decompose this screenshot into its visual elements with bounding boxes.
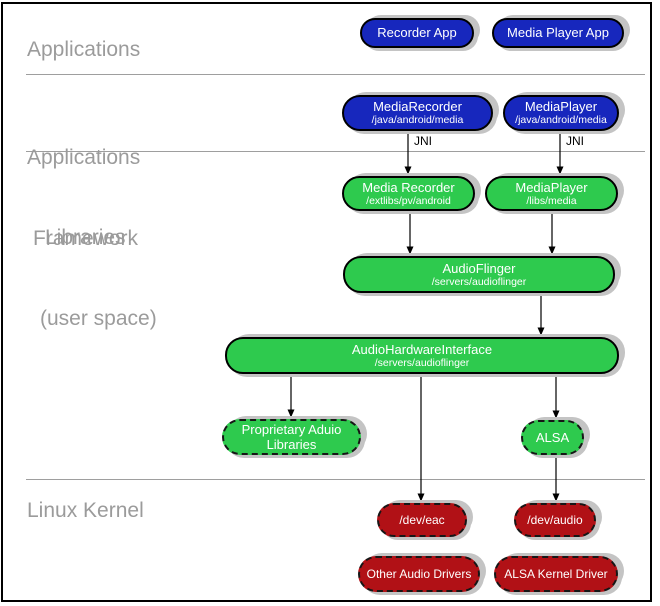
node-dev-audio-title: /dev/audio [527, 512, 583, 527]
divider-applications-framework [26, 74, 645, 75]
node-dev-eac: /dev/eac [377, 503, 467, 537]
node-mediaplayer-framework-title: MediaPlayer [524, 99, 598, 115]
node-audioflinger: AudioFlinger /servers/audioflinger [343, 256, 615, 293]
layer-label-libraries: Libraries (user space) [40, 170, 157, 386]
layer-label-framework-line1: Applications [27, 146, 141, 169]
node-mediaplayer-framework-path: /java/android/media [515, 114, 607, 127]
node-mediaplayer-framework: MediaPlayer /java/android/media [503, 95, 619, 131]
jni-label-right: JNI [566, 134, 584, 148]
node-recorder-app: Recorder App [360, 18, 474, 48]
layer-label-linux-kernel: Linux Kernel [27, 499, 144, 522]
node-audiohardwareinterface-path: /servers/audioflinger [374, 356, 470, 369]
node-media-recorder-lib-title: Media Recorder [362, 179, 455, 195]
jni-label-left: JNI [414, 134, 432, 148]
node-other-audio-drivers: Other Audio Drivers [358, 556, 480, 592]
node-media-recorder-lib-path: /extlibs/pv/android [366, 194, 451, 207]
node-proprietary-audio-libraries: Proprietary Aduio Libraries [222, 419, 361, 455]
node-audioflinger-title: AudioFlinger [442, 260, 516, 276]
divider-libraries-kernel [26, 479, 645, 480]
node-alsa-title: ALSA [535, 429, 570, 445]
node-media-recorder-lib: Media Recorder /extlibs/pv/android [342, 176, 475, 211]
node-mediarecorder-framework: MediaRecorder /java/android/media [342, 95, 493, 131]
node-audioflinger-path: /servers/audioflinger [431, 275, 527, 288]
node-mediarecorder-framework-title: MediaRecorder [373, 99, 462, 115]
node-audiohardwareinterface-title: AudioHardwareInterface [351, 341, 493, 357]
layer-label-applications: Applications [27, 38, 141, 61]
layer-label-libraries-line2: (user space) [40, 307, 157, 330]
node-audiohardwareinterface: AudioHardwareInterface /servers/audiofli… [225, 337, 619, 374]
node-alsa-kernel-driver: ALSA Kernel Driver [494, 556, 618, 592]
node-mediarecorder-framework-path: /java/android/media [371, 114, 464, 127]
layer-label-libraries-line1: Libraries [45, 226, 126, 249]
layer-label-framework-line2: Framework [33, 227, 139, 250]
node-mediaplayer-lib: MediaPlayer /libs/media [485, 176, 618, 211]
node-mediaplayer-lib-path: /libs/media [526, 194, 577, 207]
node-media-player-app-title: Media Player App [507, 25, 609, 41]
node-dev-audio: /dev/audio [514, 503, 596, 537]
node-dev-eac-title: /dev/eac [399, 512, 445, 527]
node-mediaplayer-lib-title: MediaPlayer [515, 179, 588, 195]
node-alsa-kernel-driver-title: ALSA Kernel Driver [504, 566, 608, 581]
node-other-audio-drivers-title: Other Audio Drivers [366, 566, 472, 581]
node-recorder-app-title: Recorder App [377, 25, 457, 41]
node-proprietary-audio-libraries-title: Proprietary Aduio Libraries [241, 421, 342, 452]
divider-framework-libraries [26, 151, 645, 152]
layer-label-applications-framework: Applications Framework [27, 90, 140, 306]
node-media-player-app: Media Player App [492, 18, 624, 48]
node-alsa: ALSA [521, 420, 584, 455]
